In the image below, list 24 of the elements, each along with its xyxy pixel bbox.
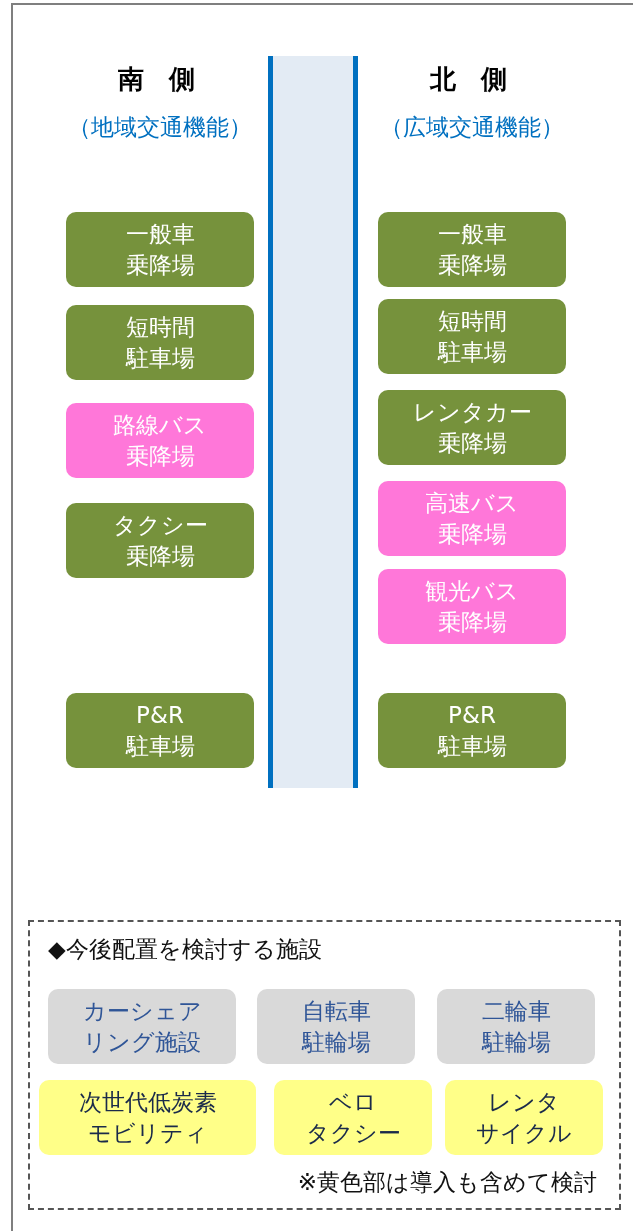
facility-box: 路線バス乗降場 [66, 403, 254, 478]
note-text: ※黄色部は導入も含めて検討 [297, 1168, 597, 1197]
facility-box: P&R駐車場 [378, 693, 566, 768]
function-subtitle: （広域交通機能） [380, 113, 564, 142]
facility-box: 次世代低炭素モビリティ [39, 1080, 256, 1155]
facility-box: P&R駐車場 [66, 693, 254, 768]
facility-box: レンタサイクル [445, 1080, 603, 1155]
facility-box: 一般車乗降場 [66, 212, 254, 287]
facility-box: 一般車乗降場 [378, 212, 566, 287]
facility-box: 短時間駐車場 [66, 305, 254, 380]
facility-box: 高速バス乗降場 [378, 481, 566, 556]
side-heading: 北 側 [429, 63, 515, 96]
group-heading: ◆今後配置を検討する施設 [48, 935, 322, 964]
facility-box: レンタカー乗降場 [378, 390, 566, 465]
facility-box: タクシー乗降場 [66, 503, 254, 578]
function-subtitle: （地域交通機能） [68, 113, 252, 142]
facility-box: ベロタクシー [274, 1080, 432, 1155]
dashed-group-box [28, 920, 621, 1210]
facility-box: 自転車駐輪場 [257, 989, 415, 1064]
facility-box: 観光バス乗降場 [378, 569, 566, 644]
facility-box: カーシェアリング施設 [48, 989, 236, 1064]
side-heading: 南 側 [117, 63, 203, 96]
facility-box: 短時間駐車場 [378, 299, 566, 374]
facility-box: 二輪車駐輪場 [437, 989, 595, 1064]
